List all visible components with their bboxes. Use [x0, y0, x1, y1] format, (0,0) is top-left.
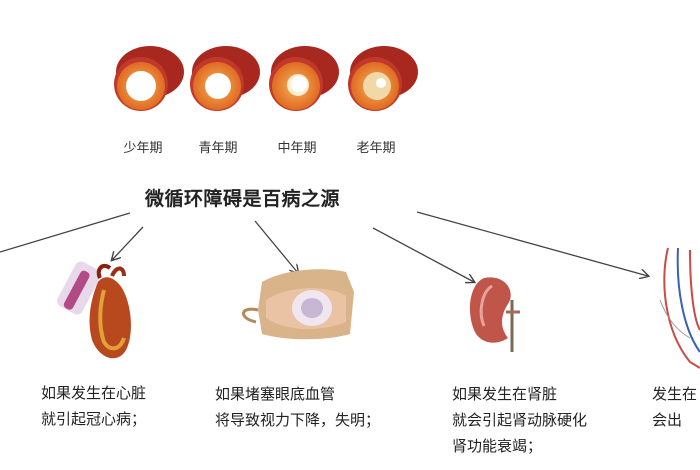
caption-heart: 如果发生在心脏 就引起冠心病； [41, 380, 146, 432]
caption-eye-line1: 如果堵塞眼底血管 [215, 385, 336, 403]
vessel-middle-age [269, 46, 339, 111]
caption-kidney-line2: 就会引起肾动脉硬化 [452, 411, 588, 429]
arrow-to-kidney [372, 227, 474, 282]
arrow-to-heart [112, 226, 144, 260]
vessel-young-adult [190, 46, 260, 111]
caption-brain-line2: 会出 [652, 411, 683, 429]
stage-label-youth: 少年期 [123, 141, 163, 156]
diagram-title: 微循环障碍是百病之源 [145, 188, 341, 210]
heart-illustration [57, 261, 131, 359]
caption-eye: 如果堵塞眼底血管 将导致视力下降，失明； [215, 381, 380, 433]
caption-heart-line2: 就引起冠心病； [41, 410, 147, 428]
caption-brain: 发生在 会出 [652, 381, 697, 433]
arrow-to-brain [416, 211, 648, 276]
caption-eye-line2: 将导致视力下降，失明； [215, 411, 381, 429]
vessel-network-illustration [659, 247, 700, 369]
caption-kidney-line1: 如果发生在肾脏 [452, 385, 558, 403]
arrow-left-offscreen [0, 212, 131, 253]
arrow-to-eye [254, 220, 298, 273]
eye-illustration [242, 269, 354, 340]
vessel-youth [114, 46, 184, 111]
caption-kidney-line3: 肾功能衰竭； [452, 437, 543, 455]
stage-label-middle-age: 中年期 [277, 141, 317, 156]
stage-label-old-age: 老年期 [356, 141, 396, 156]
kidney-illustration [469, 277, 520, 352]
caption-kidney: 如果发生在肾脏 就会引起肾动脉硬化 肾功能衰竭； [452, 381, 587, 459]
caption-brain-line1: 发生在 [652, 385, 698, 403]
vessel-old-age [348, 46, 418, 111]
caption-heart-line1: 如果发生在心脏 [41, 384, 147, 402]
stage-label-young-adult: 青年期 [198, 141, 238, 156]
